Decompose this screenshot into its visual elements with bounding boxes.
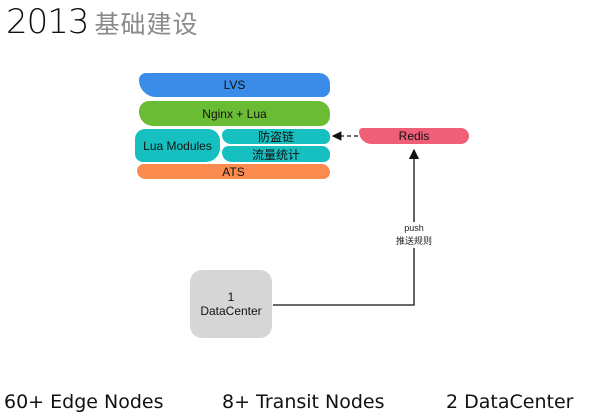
- traffic-stats-module: 流量统计: [222, 146, 330, 162]
- datacenter-label: DataCenter: [200, 304, 262, 318]
- push-label-en: push: [404, 223, 424, 233]
- anti-leech-module: 防盗链: [222, 129, 330, 144]
- ats-layer: ATS: [137, 164, 330, 179]
- lvs-layer: LVS: [139, 73, 330, 97]
- datacenter-node: 1 DataCenter: [190, 270, 272, 338]
- redis-node: Redis: [359, 128, 469, 144]
- title-subtitle: 基础建设: [94, 10, 199, 39]
- push-label-zh: 推送规则: [395, 236, 432, 246]
- datacenter-to-redis-arrow: [273, 148, 420, 306]
- push-label: push 推送规则: [386, 222, 442, 248]
- title-year: 2013: [6, 2, 90, 42]
- footer-datacenter: 2 DataCenter: [446, 391, 574, 413]
- footer-edge-nodes: 60+ Edge Nodes: [4, 391, 164, 413]
- datacenter-count: 1: [227, 290, 235, 304]
- footer-transit-nodes: 8+ Transit Nodes: [222, 391, 385, 413]
- lua-modules-block: Lua Modules: [135, 129, 220, 162]
- nginx-lua-layer: Nginx + Lua: [139, 101, 330, 126]
